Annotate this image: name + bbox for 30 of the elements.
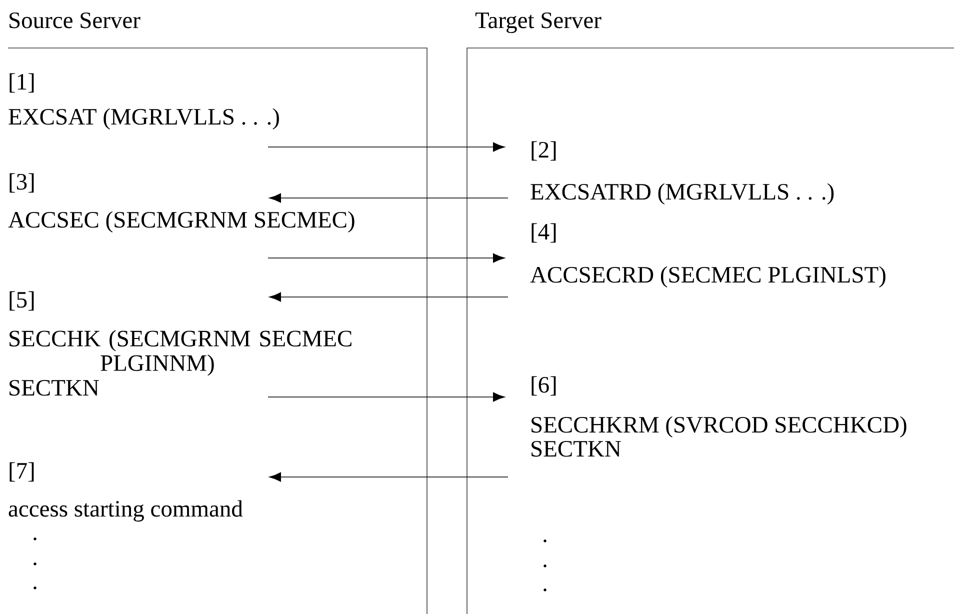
message-text: SECTKN [10, 380, 99, 396]
message-text: ACCSECRD (SECMEC PLGINLST) [530, 266, 886, 288]
server-heading: Source Server [10, 12, 140, 28]
message-text: EXCSATRD (MGRLVLLS . . .) [530, 183, 834, 204]
message-text: SECCHKRM (SVRCOD SECCHKCD) [532, 416, 906, 438]
message-text: EXCSAT (MGRLVLLS . . .) [8, 108, 279, 130]
message-text: access starting command [8, 500, 243, 522]
step-number: [7] [10, 462, 34, 482]
message-text: ACCSEC (SECMGRNM SECMEC) [8, 211, 354, 232]
ellipsis-dot: . [544, 564, 546, 568]
arrow [268, 392, 505, 402]
arrow [268, 253, 505, 263]
step-number: [3] [10, 173, 34, 193]
arrow [269, 472, 508, 482]
ellipsis-dot: . [544, 540, 546, 542]
ellipsis-dot: . [34, 586, 36, 590]
arrow [268, 142, 505, 152]
server-heading: Target Server [475, 12, 602, 34]
arrow [269, 292, 508, 302]
step-number: [2] [532, 141, 556, 161]
arrow [269, 193, 508, 203]
step-number: [4] [532, 223, 556, 243]
ellipsis-dot: . [34, 538, 36, 540]
step-number: [6] [532, 376, 556, 396]
message-text: SECTKN [532, 440, 621, 457]
ellipsis-dot: . [34, 562, 36, 566]
step-number: [1] [10, 73, 34, 93]
step-number: [5] [10, 291, 34, 311]
ellipsis-dot: . [544, 588, 546, 592]
message-text: SECCHK (SECMGRNM SECMEC PLGINNM) [10, 330, 352, 376]
